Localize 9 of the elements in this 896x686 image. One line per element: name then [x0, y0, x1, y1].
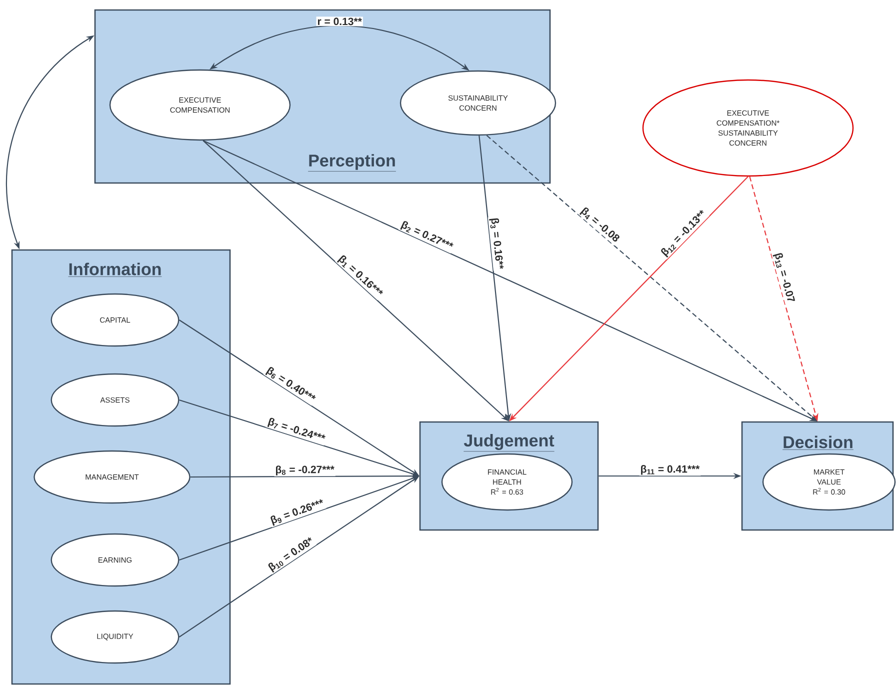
edge-label: β$_{2}$ = 0.27***: [398, 218, 456, 254]
edge-label: β$_{9}$ = 0.26***: [268, 497, 326, 528]
edge-label: r = 0.13**: [316, 16, 363, 26]
edge-label: β$_{11}$ = 0.41***: [639, 464, 701, 476]
edge-label: β$_{4}$ = -0.08: [578, 204, 622, 246]
edge-label: β$_{3}$ = 0.16**: [488, 216, 506, 271]
edge-label: β$_{13}$ = -0.07: [771, 250, 797, 305]
edge-label: β$_{8}$ = -0.27***: [274, 464, 336, 476]
edge-label: β$_{7}$ = -0.24***: [265, 416, 328, 446]
